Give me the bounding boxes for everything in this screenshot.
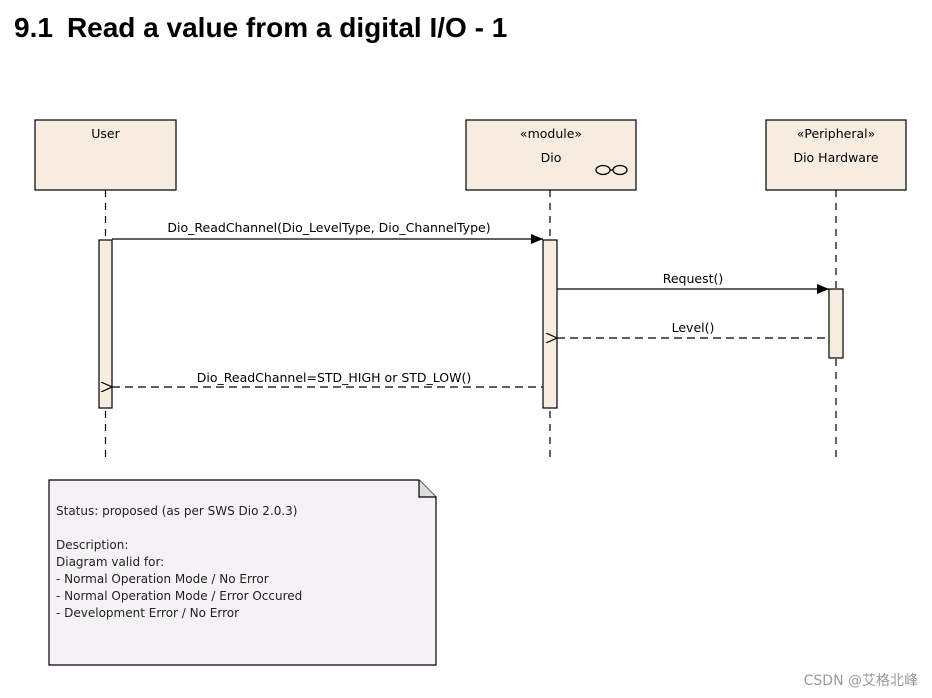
note-item: - Development Error / No Error — [56, 606, 240, 620]
message-return-label: Dio_ReadChannel=STD_HIGH or STD_LOW() — [197, 370, 471, 385]
message-level-return: Level() — [557, 320, 829, 338]
note-item: - Normal Operation Mode / Error Occured — [56, 589, 303, 603]
activation-user — [98, 239, 113, 409]
message-level-label: Level() — [672, 320, 715, 335]
watermark: CSDN @艾格北峰 — [803, 673, 918, 689]
lifeline-user-name: User — [91, 126, 120, 141]
note-text: Status: proposed (as per SWS Dio 2.0.3) … — [56, 503, 302, 622]
activation-hw — [828, 288, 844, 359]
section-title: Read a value from a digital I/O - 1 — [66, 12, 508, 43]
message-request: Request() — [557, 271, 829, 294]
lifeline-dio-name: Dio — [541, 150, 562, 165]
note-box — [48, 479, 437, 666]
section-number: 9.1 — [14, 12, 53, 43]
lifeline-hw-stereotype: «Peripheral» — [797, 126, 876, 141]
note-item: - Normal Operation Mode / No Error — [56, 572, 269, 586]
message-read-channel-label: Dio_ReadChannel(Dio_LevelType, Dio_Chann… — [167, 220, 490, 235]
note-description-label: Description: — [56, 538, 129, 552]
lifeline-dio-stereotype: «module» — [520, 126, 582, 141]
message-read-channel: Dio_ReadChannel(Dio_LevelType, Dio_Chann… — [112, 220, 543, 244]
activation-dio — [542, 239, 558, 409]
lifeline-dio-hardware: «Peripheral» Dio Hardware — [765, 119, 907, 462]
section-heading: 9.1 Read a value from a digital I/O - 1 — [14, 12, 507, 44]
message-request-label: Request() — [663, 271, 724, 286]
module-icon — [595, 164, 628, 176]
message-read-channel-return: Dio_ReadChannel=STD_HIGH or STD_LOW() — [112, 370, 543, 387]
lifeline-dio: «module» Dio — [465, 119, 637, 462]
note-status: Status: proposed (as per SWS Dio 2.0.3) — [56, 504, 298, 518]
note-valid-for: Diagram valid for: — [56, 555, 165, 569]
lifeline-hw-name: Dio Hardware — [793, 150, 878, 165]
